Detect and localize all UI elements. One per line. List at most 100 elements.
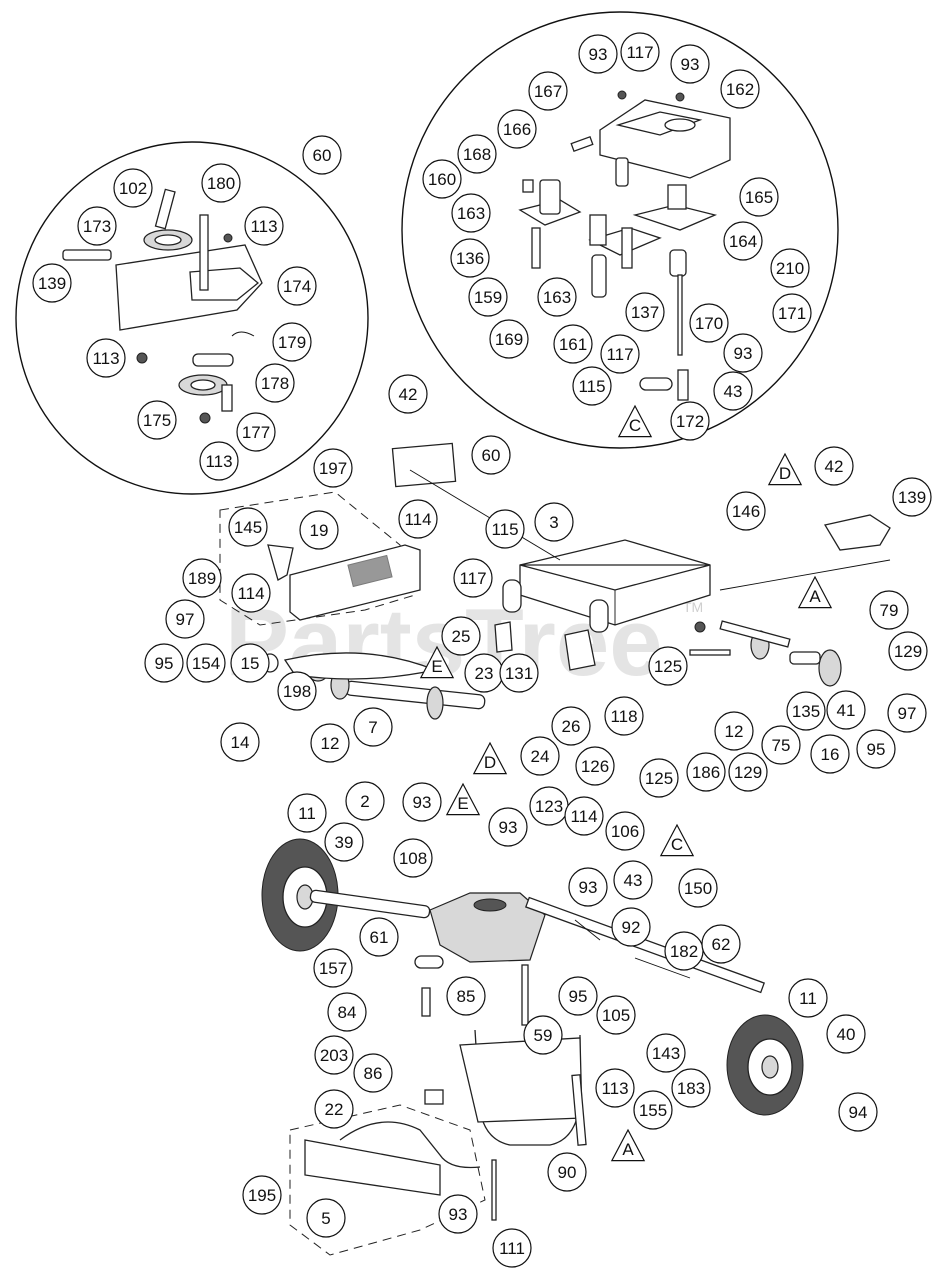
callout-26: 26: [551, 706, 591, 746]
callout-label: 129: [734, 763, 762, 782]
callout-circle: [144, 643, 184, 683]
callout-173: 173: [77, 206, 117, 246]
callout-label: 105: [602, 1006, 630, 1025]
callout-129: 129: [888, 631, 928, 671]
callout-93: 93: [438, 1194, 478, 1234]
callout-circle: [826, 1014, 866, 1054]
callout-2: 2: [345, 781, 385, 821]
detail-circle-60: [15, 141, 369, 495]
callout-label: 203: [320, 1046, 348, 1065]
callout-label: 19: [310, 521, 329, 540]
callout-circle: [451, 193, 491, 233]
callout-circle: [520, 736, 560, 776]
callout-93: 93: [670, 44, 710, 84]
callout-circle: [314, 1089, 354, 1129]
callout-label: 93: [449, 1205, 468, 1224]
callout-11: 11: [788, 978, 828, 1018]
callout-circle: [422, 159, 462, 199]
callout-label: 210: [776, 259, 804, 278]
callout-label: 94: [849, 1103, 868, 1122]
callout-label: 113: [92, 349, 119, 368]
callout-169: 169: [489, 319, 529, 359]
triangle-shape: [659, 823, 695, 857]
callout-label: 113: [205, 452, 232, 471]
callout-label: 86: [364, 1064, 383, 1083]
callout-circle: [165, 599, 205, 639]
callout-131: 131: [499, 653, 539, 693]
callout-circle: [689, 303, 729, 343]
callout-210: 210: [770, 248, 810, 288]
callout-circle: [306, 1198, 346, 1238]
callout-189: 189: [182, 558, 222, 598]
callout-label: 162: [726, 80, 754, 99]
callout-93: 93: [488, 807, 528, 847]
triangle-label: A: [809, 587, 821, 606]
callout-label: 60: [313, 146, 332, 165]
callout-circle: [398, 499, 438, 539]
callout-circle: [604, 696, 644, 736]
callout-label: 7: [368, 718, 377, 737]
reference-triangle-A: A: [610, 1128, 646, 1162]
callout-circle: [441, 616, 481, 656]
callout-circle: [299, 510, 339, 550]
callout-197: 197: [313, 448, 353, 488]
triangle-shape: [445, 782, 481, 816]
callout-label: 5: [321, 1209, 330, 1228]
callout-circle: [633, 1090, 673, 1130]
callout-179: 179: [272, 322, 312, 362]
watermark-trademark: TM: [683, 599, 703, 615]
triangle-shape: [472, 741, 508, 775]
callout-97: 97: [887, 693, 927, 733]
callout-86: 86: [353, 1053, 393, 1093]
callout-label: 97: [176, 610, 195, 629]
callout-label: 155: [639, 1101, 667, 1120]
callout-93: 93: [723, 333, 763, 373]
callout-label: 173: [83, 217, 111, 236]
callout-circle: [450, 238, 490, 278]
callout-circle: [231, 573, 271, 613]
callout-114: 114: [564, 796, 604, 836]
triangle-label: C: [629, 416, 641, 435]
callout-circle: [648, 646, 688, 686]
callout-label: 97: [898, 704, 917, 723]
callout-115: 115: [572, 366, 612, 406]
callout-label: 61: [370, 928, 389, 947]
callout-circle: [324, 822, 364, 862]
callout-circle: [492, 1228, 532, 1268]
callout-85: 85: [446, 976, 486, 1016]
reference-triangle-D: D: [472, 741, 508, 775]
callout-7: 7: [353, 707, 393, 747]
callout-label: 3: [549, 513, 558, 532]
callout-125: 125: [648, 646, 688, 686]
callout-label: 167: [534, 82, 562, 101]
callout-circle: [220, 722, 260, 762]
callout-circle: [438, 1194, 478, 1234]
callout-circle: [600, 334, 640, 374]
callout-label: 166: [503, 120, 531, 139]
callout-circle: [534, 502, 574, 542]
callout-label: 197: [319, 459, 347, 478]
callout-label: 12: [725, 722, 744, 741]
callout-170: 170: [689, 303, 729, 343]
callout-label: 165: [745, 188, 773, 207]
callout-label: 113: [601, 1079, 628, 1098]
callout-16: 16: [810, 734, 850, 774]
callout-label: 16: [821, 745, 840, 764]
callout-label: 114: [237, 584, 264, 603]
callout-label: 126: [581, 757, 609, 776]
callout-circle: [553, 324, 593, 364]
callout-label: 40: [837, 1025, 856, 1044]
callout-12: 12: [310, 723, 350, 763]
callout-label: 41: [837, 701, 856, 720]
callout-label: 143: [652, 1044, 680, 1063]
callout-19: 19: [299, 510, 339, 550]
wheel-right: [726, 1014, 804, 1116]
reference-triangle-C: C: [617, 404, 653, 438]
callout-circle: [313, 448, 353, 488]
callout-label: 172: [676, 412, 704, 431]
callout-label: 115: [491, 520, 518, 539]
callout-label: 117: [459, 569, 486, 588]
callout-circle: [113, 168, 153, 208]
callout-108: 108: [393, 838, 433, 878]
triangle-shape: [419, 645, 455, 679]
